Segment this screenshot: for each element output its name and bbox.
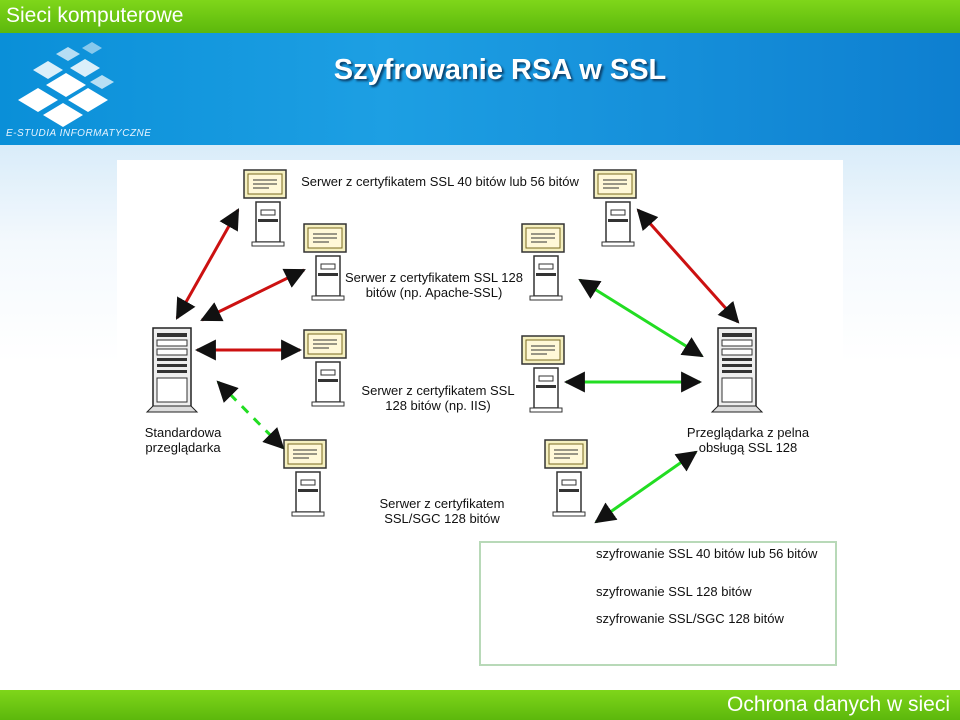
legend xyxy=(479,541,837,666)
server-iis-label: Serwer z certyfikatem SSL 128 bitów (np.… xyxy=(361,383,515,413)
standard-browser-label: Standardowa przeglądarka xyxy=(144,425,222,455)
server-sgc-right-icon xyxy=(544,439,588,517)
server-sgc-label: Serwer z certyfikatem SSL/SGC 128 bitów xyxy=(379,496,505,526)
legend-red-label: szyfrowanie SSL 40 bitów lub 56 bitów xyxy=(596,546,818,561)
bottom-bar: Ochrona danych w sieci xyxy=(0,690,960,720)
server-apache-icon xyxy=(303,223,347,301)
slide-title: Szyfrowanie RSA w SSL xyxy=(333,54,667,86)
server-apache-label: Serwer z certyfikatem SSL 128 bitów (np.… xyxy=(345,270,523,300)
legend-green-label: szyfrowanie SSL 128 bitów xyxy=(596,584,752,599)
server-40-56-icon xyxy=(243,169,287,247)
server-40-56-right-icon xyxy=(593,169,637,247)
logo-icon xyxy=(18,42,114,127)
server-iis-right-icon xyxy=(521,335,565,413)
server-40-56-label: Serwer z certyfikatem SSL 40 bitów lub 5… xyxy=(301,174,579,189)
full-ssl-browser-label: Przeglądarka z pelna obsługą SSL 128 xyxy=(686,425,810,455)
course-title: Sieci komputerowe xyxy=(6,4,184,27)
footer-title: Ochrona danych w sieci xyxy=(727,693,950,716)
full-ssl-browser-computer-icon xyxy=(711,327,763,413)
logo-caption: E-STUDIA INFORMATYCZNE xyxy=(6,128,152,139)
standard-browser-computer-icon xyxy=(146,327,198,413)
server-apache-right-icon xyxy=(521,223,565,301)
server-sgc-icon xyxy=(283,439,327,517)
header-banner xyxy=(0,33,960,145)
legend-green-dashed-label: szyfrowanie SSL/SGC 128 bitów xyxy=(596,611,784,626)
server-iis-icon xyxy=(303,329,347,407)
top-bar: Sieci komputerowe xyxy=(0,0,960,33)
